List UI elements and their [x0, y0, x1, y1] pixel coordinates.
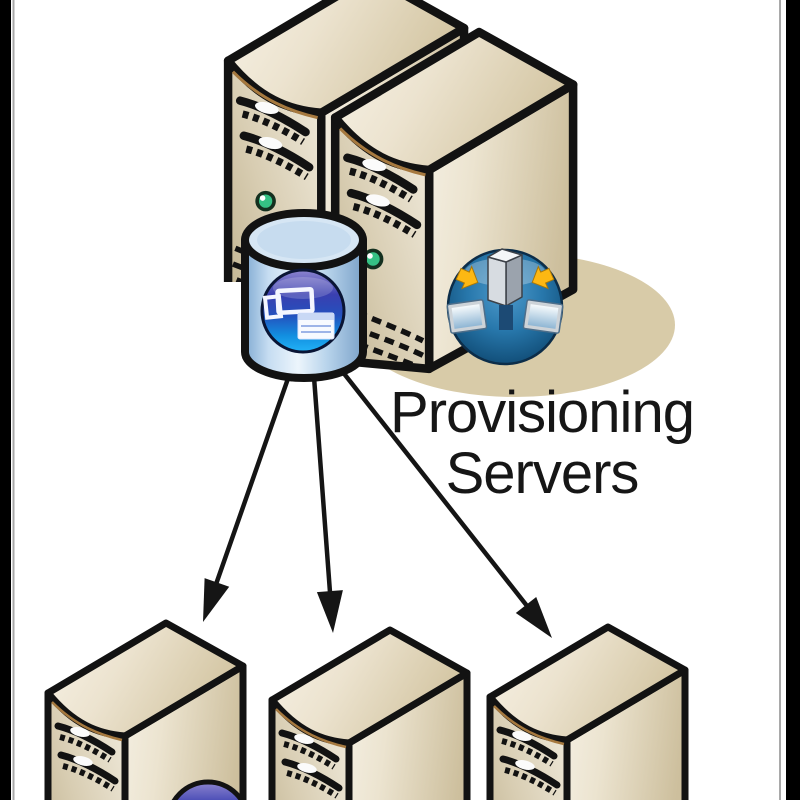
badge-partial-icon	[171, 779, 245, 800]
provisioning-services-sphere-icon	[446, 248, 564, 366]
letterbox-right-bar	[786, 0, 800, 800]
frame-line-right	[779, 0, 781, 800]
vdisk-database-cylinder-icon	[241, 209, 367, 382]
label-line-1: Provisioning	[390, 380, 694, 445]
stream-arrow-right	[324, 349, 552, 638]
stream-arrow-middle	[309, 347, 343, 633]
stream-arrow-left	[203, 347, 301, 622]
label-line-2: Servers	[446, 441, 639, 506]
monitor-icon	[446, 299, 488, 334]
mini-server-icon	[487, 248, 523, 307]
yellow-arrow-icon	[455, 265, 479, 290]
windows-badge-icon	[260, 268, 346, 354]
stream-arrows	[203, 347, 552, 638]
diagram-label: Provisioning Servers	[390, 380, 695, 506]
frame-line-left	[12, 0, 15, 800]
letterbox-left-bar	[0, 0, 11, 800]
yellow-arrow-icon	[531, 265, 555, 290]
monitor-icon	[522, 299, 564, 334]
